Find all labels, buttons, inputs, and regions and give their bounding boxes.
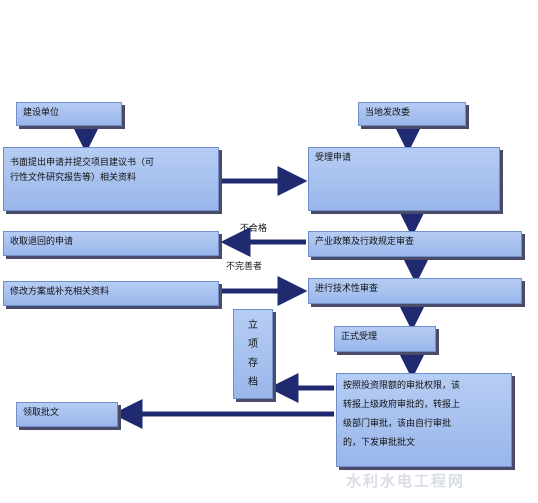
node-approval-process: 按照投资限额的审批权限，该 转报上级政府审批的，转报上 级部门审批，该由自行审批…	[336, 373, 512, 467]
node-construction-unit-label: 建设单位	[23, 108, 60, 118]
node-receive-approval: 领取批文	[16, 402, 118, 427]
node-receive-returned-label: 收取退回的申请	[10, 237, 74, 247]
node-submit-application-line-2: 行性文件研究报告等）相关资料	[10, 173, 137, 183]
watermark: 水利水电工程网	[346, 472, 466, 490]
node-approval-authority-label: 当地发改委	[365, 108, 411, 118]
node-project-archive-char-4: 档	[248, 377, 258, 388]
node-submit-application: 书面提出申请并提交项目建议书（可 行性文件研究报告等）相关资料	[3, 147, 219, 211]
node-policy-review-label: 产业政策及行政规定审查	[315, 237, 415, 247]
node-project-archive-char-1: 立	[248, 320, 258, 331]
node-project-archive-char-2: 项	[248, 339, 258, 350]
node-accept-application: 受理申请	[308, 147, 500, 211]
node-construction-unit: 建设单位	[16, 102, 122, 126]
node-revise-plan-label: 修改方案或补充相关资料	[10, 287, 110, 297]
node-approval-process-line-1: 按照投资限额的审批权限，该	[343, 381, 461, 391]
edge-label-incomplete: 不完善者	[226, 262, 263, 272]
node-approval-authority: 当地发改委	[358, 102, 466, 126]
node-accept-application-label: 受理申请	[315, 153, 352, 163]
node-revise-plan: 修改方案或补充相关资料	[3, 281, 219, 306]
node-policy-review: 产业政策及行政规定审查	[308, 231, 522, 257]
node-submit-application-line-1: 书面提出申请并提交项目建议书（可	[10, 158, 155, 168]
edge-label-unqualified: 不合格	[240, 224, 268, 234]
node-formal-acceptance: 正式受理	[334, 326, 436, 352]
node-approval-process-line-4: 的，下发审批批文	[343, 438, 416, 448]
node-approval-process-line-3: 级部门审批，该由自行审批	[343, 419, 452, 429]
node-formal-acceptance-label: 正式受理	[341, 332, 378, 342]
node-receive-returned: 收取退回的申请	[3, 231, 219, 256]
node-project-archive-char-3: 存	[248, 358, 258, 369]
node-technical-review-label: 进行技术性审查	[315, 284, 379, 294]
node-technical-review: 进行技术性审查	[308, 278, 522, 304]
node-approval-process-line-2: 转报上级政府审批的，转报上	[343, 400, 461, 410]
node-project-archive: 立 项 存 档	[233, 309, 273, 399]
node-receive-approval-label: 领取批文	[23, 408, 60, 418]
